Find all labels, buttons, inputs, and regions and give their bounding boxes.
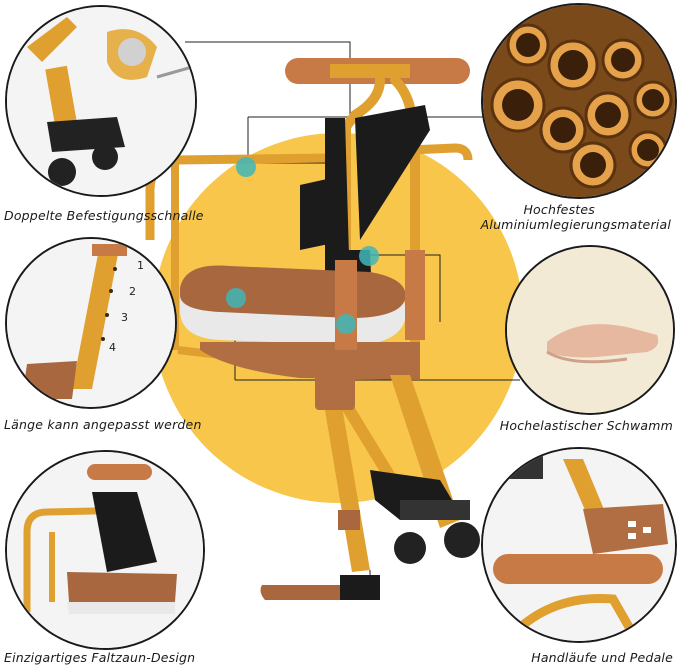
adjust-mark-4: 4 [109,341,116,354]
label-sponge: Hochelastischer Schwamm [499,418,673,433]
label-aluminium-line1: Hochfestes [523,202,595,217]
detail-circle-buckle [5,5,197,197]
label-handrail: Handläufe und Pedale [531,650,673,665]
detail-circle-sponge [505,245,675,415]
detail-circle-handrail [481,447,677,643]
adjust-mark-2: 2 [129,285,136,298]
detail-circle-fence [5,450,205,650]
adjust-mark-3: 3 [121,311,128,324]
adjust-mark-1: 1 [137,259,144,272]
foot-clamp [370,470,480,564]
detail-circle-aluminium [481,3,677,199]
label-buckle: Doppelte Befestigungsschnalle [4,208,204,223]
detail-circle-length: 1 2 3 4 [5,237,177,409]
label-fence: Einzigartiges Faltzaun-Design [4,650,196,665]
label-length: Länge kann angepasst werden [4,417,202,432]
label-aluminium-line2: Aluminiumlegierungsmaterial [480,217,671,232]
